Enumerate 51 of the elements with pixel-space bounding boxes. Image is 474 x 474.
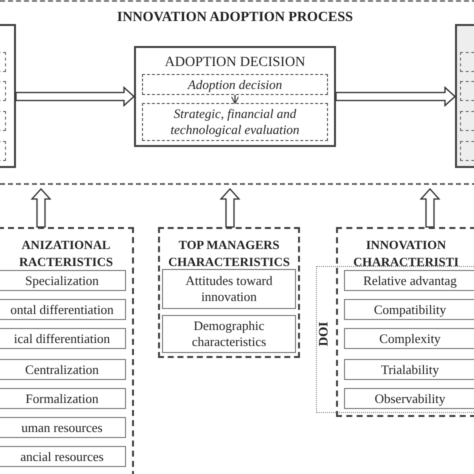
item-label: Specialization (25, 272, 99, 288)
item-label: uman resources (21, 420, 103, 436)
group-box (336, 227, 474, 417)
item-label: Observability (374, 390, 446, 406)
item-box (344, 299, 474, 320)
item-label: Complexity (379, 330, 441, 346)
item-label: Attitudes toward innovation (184, 273, 274, 305)
item-label: ontal differentiation (10, 302, 114, 318)
group-box (0, 227, 134, 474)
item-label: Adoption decision (188, 76, 282, 92)
process-box (0, 24, 16, 168)
item-box (0, 388, 126, 409)
item-label: Centralization (25, 362, 99, 378)
vertical-label: DOI (316, 322, 330, 346)
item-box (0, 299, 126, 320)
diagram-title: INNOVATION ADOPTION PROCESS (116, 9, 354, 27)
process-box (134, 46, 336, 147)
group-heading: ANIZATIONAL RACTERISTICS (18, 237, 114, 271)
item-label: ical differentiation (14, 330, 110, 346)
item-label: ancial resources (20, 448, 104, 464)
item-label: Formalization (26, 390, 98, 406)
item-label: Trialability (380, 362, 440, 378)
item-label: Relative advantag (363, 272, 457, 288)
hollow-arrow (220, 188, 240, 228)
dashed-step-box (142, 74, 328, 95)
group-heading: ADOPTION DECISION (164, 55, 306, 71)
item-box (0, 446, 126, 467)
arrow (230, 95, 240, 104)
hollow-arrow (420, 188, 440, 228)
item-box (162, 315, 296, 353)
item-box (344, 270, 474, 291)
hollow-arrow (15, 86, 135, 107)
process-box (455, 24, 474, 168)
hollow-arrow (30, 188, 52, 228)
item-box (344, 388, 474, 409)
item-label: Compatibility (374, 302, 446, 318)
item-label: Demographic characteristics (190, 318, 268, 350)
group-box (158, 227, 300, 358)
item-label: Strategic, financial and technological evaluation (170, 106, 300, 138)
item-box (0, 417, 126, 438)
dotted-group-frame (316, 266, 474, 413)
item-box (0, 359, 126, 380)
item-box (344, 359, 474, 380)
item-box (0, 270, 126, 291)
group-heading: INNOVATION CHARACTERISTI (352, 237, 460, 271)
group-heading: TOP MANAGERS CHARACTERISTICS (167, 237, 291, 271)
dashed-step-box (142, 103, 328, 141)
item-box (344, 328, 474, 349)
item-box (0, 328, 126, 349)
hollow-arrow (335, 86, 456, 107)
item-box (162, 269, 296, 309)
